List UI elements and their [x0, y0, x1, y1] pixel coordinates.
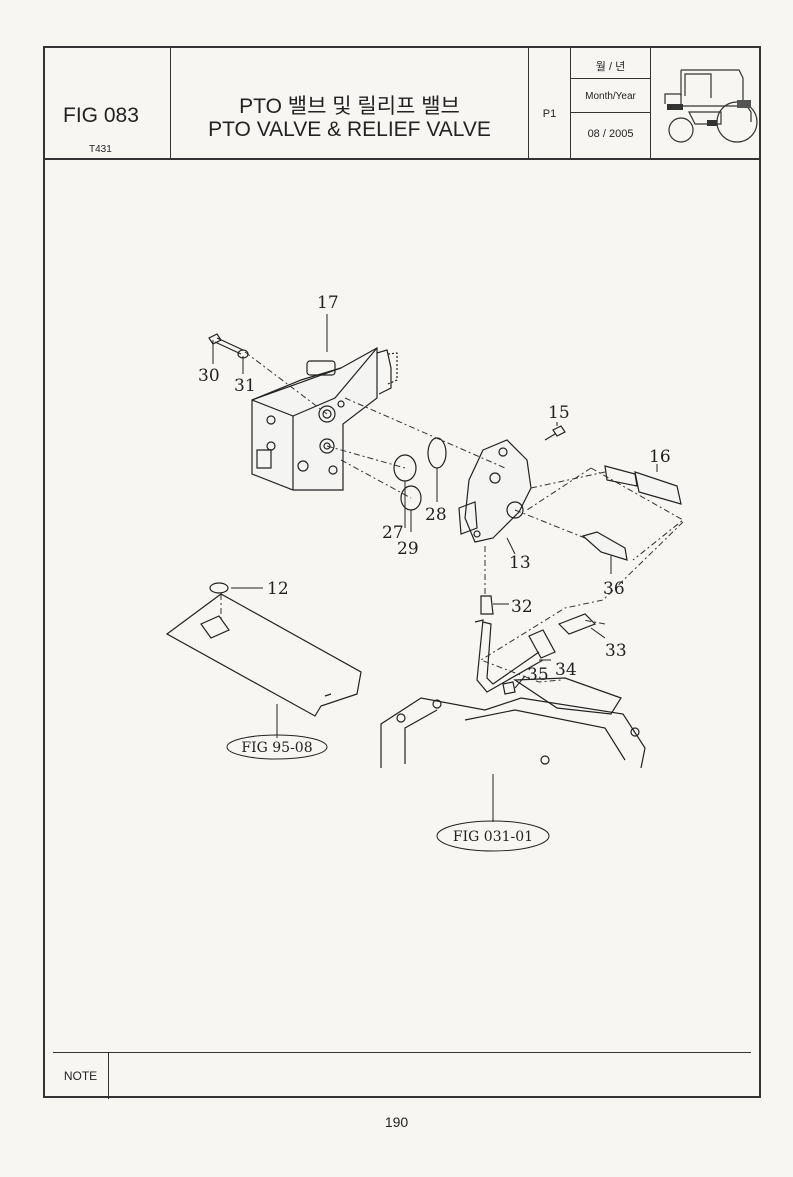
- ref-fig-95-08: FIG 95-08: [241, 740, 312, 756]
- callout-15: 15: [548, 403, 570, 423]
- model-code: T431: [89, 144, 112, 155]
- callout-27: 27: [382, 523, 404, 543]
- callout-13: 13: [509, 553, 531, 573]
- callout-32: 32: [511, 597, 533, 617]
- title-korean: PTO 밸브 및 릴리프 밸브: [239, 95, 460, 118]
- date-value: 08 / 2005: [587, 128, 634, 140]
- callout-29: 29: [397, 539, 419, 559]
- callout-30: 30: [198, 366, 220, 386]
- parts-diagram: 17 30 31 15 16 28 27 29 13 36 12 32 33 3…: [165, 293, 684, 852]
- bolt-15: [544, 425, 566, 441]
- date-label-english: Month/Year: [585, 91, 636, 102]
- ref-oval-bottom: [436, 820, 550, 852]
- o-ring-27: [393, 454, 417, 482]
- ref-fig-031-01: FIG 031-01: [453, 829, 533, 845]
- note-row: NOTE: [53, 1052, 751, 1099]
- date-label-korean: 월 / 년: [595, 61, 626, 73]
- callout-36: 36: [603, 579, 625, 599]
- figure-number: FIG 083: [63, 104, 139, 127]
- date-cell: 월 / 년 Month/Year 08 / 2005: [571, 48, 651, 158]
- tractor-image-cell: [651, 48, 761, 158]
- valve-36: [581, 531, 628, 561]
- ref-oval-left: [226, 734, 328, 760]
- cap-12: [209, 582, 229, 594]
- title-cell: PTO 밸브 및 릴리프 밸브 PTO VALVE & RELIEF VALVE: [171, 48, 529, 158]
- date-divider: [571, 78, 650, 79]
- relief-valve-16: [604, 465, 682, 505]
- callout-12: 12: [267, 579, 289, 599]
- title-block: FIG 083 T431 PTO 밸브 및 릴리프 밸브 PTO VALVE &…: [45, 48, 759, 160]
- callout-35: 35: [527, 665, 549, 685]
- page-frame: FIG 083 T431 PTO 밸브 및 릴리프 밸브 PTO VALVE &…: [43, 46, 761, 1099]
- callout-16: 16: [649, 447, 671, 467]
- elbow-33: [557, 613, 597, 635]
- title-english: PTO VALVE & RELIEF VALVE: [208, 118, 491, 141]
- relief-valve-plate-13: [458, 439, 532, 543]
- date-divider: [571, 112, 650, 113]
- bolt-35: [502, 681, 516, 695]
- transmission-housing: [380, 677, 646, 769]
- bolt-30: [208, 333, 244, 355]
- pto-valve-block: [251, 346, 398, 491]
- gasket-plate: [165, 593, 362, 717]
- callout-33: 33: [605, 641, 627, 661]
- figure-cell: FIG 083 T431: [45, 48, 171, 158]
- page-number: 190: [384, 1114, 409, 1130]
- callout-31: 31: [234, 376, 256, 396]
- callout-28: 28: [425, 505, 447, 525]
- callout-17: 17: [317, 293, 339, 313]
- fitting-32: [480, 595, 494, 615]
- page-code: P1: [542, 108, 557, 120]
- note-label: NOTE: [53, 1053, 109, 1099]
- o-ring-28: [427, 437, 447, 469]
- page-cell: P1: [529, 48, 571, 158]
- pipe-34: [482, 621, 540, 685]
- tractor-icon: [664, 69, 758, 143]
- callout-34: 34: [555, 660, 577, 680]
